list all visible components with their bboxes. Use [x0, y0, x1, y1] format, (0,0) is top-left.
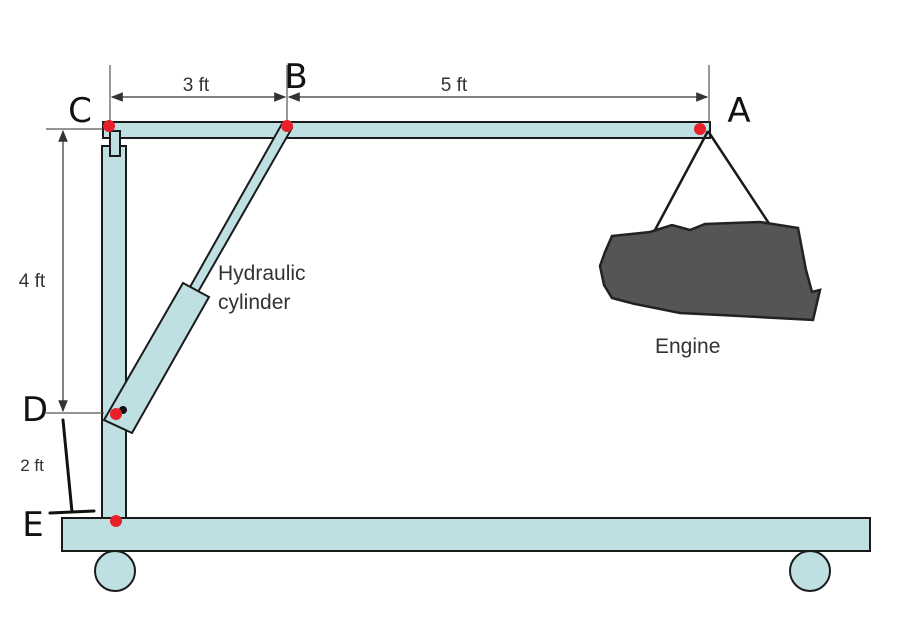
dim-label-cd: 4 ft: [19, 271, 46, 292]
label-engine: Engine: [655, 335, 720, 358]
dim-label-de: 2 ft: [20, 456, 44, 475]
point-label-c: C: [68, 91, 92, 131]
cylinder-body: [102, 281, 211, 435]
dim-line-de: [61, 418, 74, 514]
point-marker-e: [110, 515, 122, 527]
engine-shape: [598, 220, 822, 322]
point-label-e: E: [22, 505, 43, 545]
point-label-b: B: [284, 57, 307, 97]
pin-bracket-c: [109, 130, 121, 157]
wheel-right: [789, 550, 831, 592]
dim-label-cb: 3 ft: [183, 75, 210, 96]
point-marker-a: [694, 123, 706, 135]
chain-left: [653, 130, 710, 231]
point-marker-d: [110, 408, 122, 420]
dim-label-ba: 5 ft: [441, 75, 468, 96]
label-cylinder-line1: Hydraulic: [218, 262, 306, 285]
point-label-d: D: [22, 390, 48, 430]
dim-tick-e: [48, 509, 96, 515]
chain-right: [706, 130, 772, 226]
boom: [102, 121, 711, 139]
vertical-post: [101, 145, 127, 519]
wheel-left: [94, 550, 136, 592]
base-beam: [61, 517, 871, 552]
point-label-a: A: [727, 91, 750, 131]
point-marker-b: [281, 120, 293, 132]
label-cylinder-line2: cylinder: [218, 291, 290, 314]
point-marker-c: [103, 120, 115, 132]
